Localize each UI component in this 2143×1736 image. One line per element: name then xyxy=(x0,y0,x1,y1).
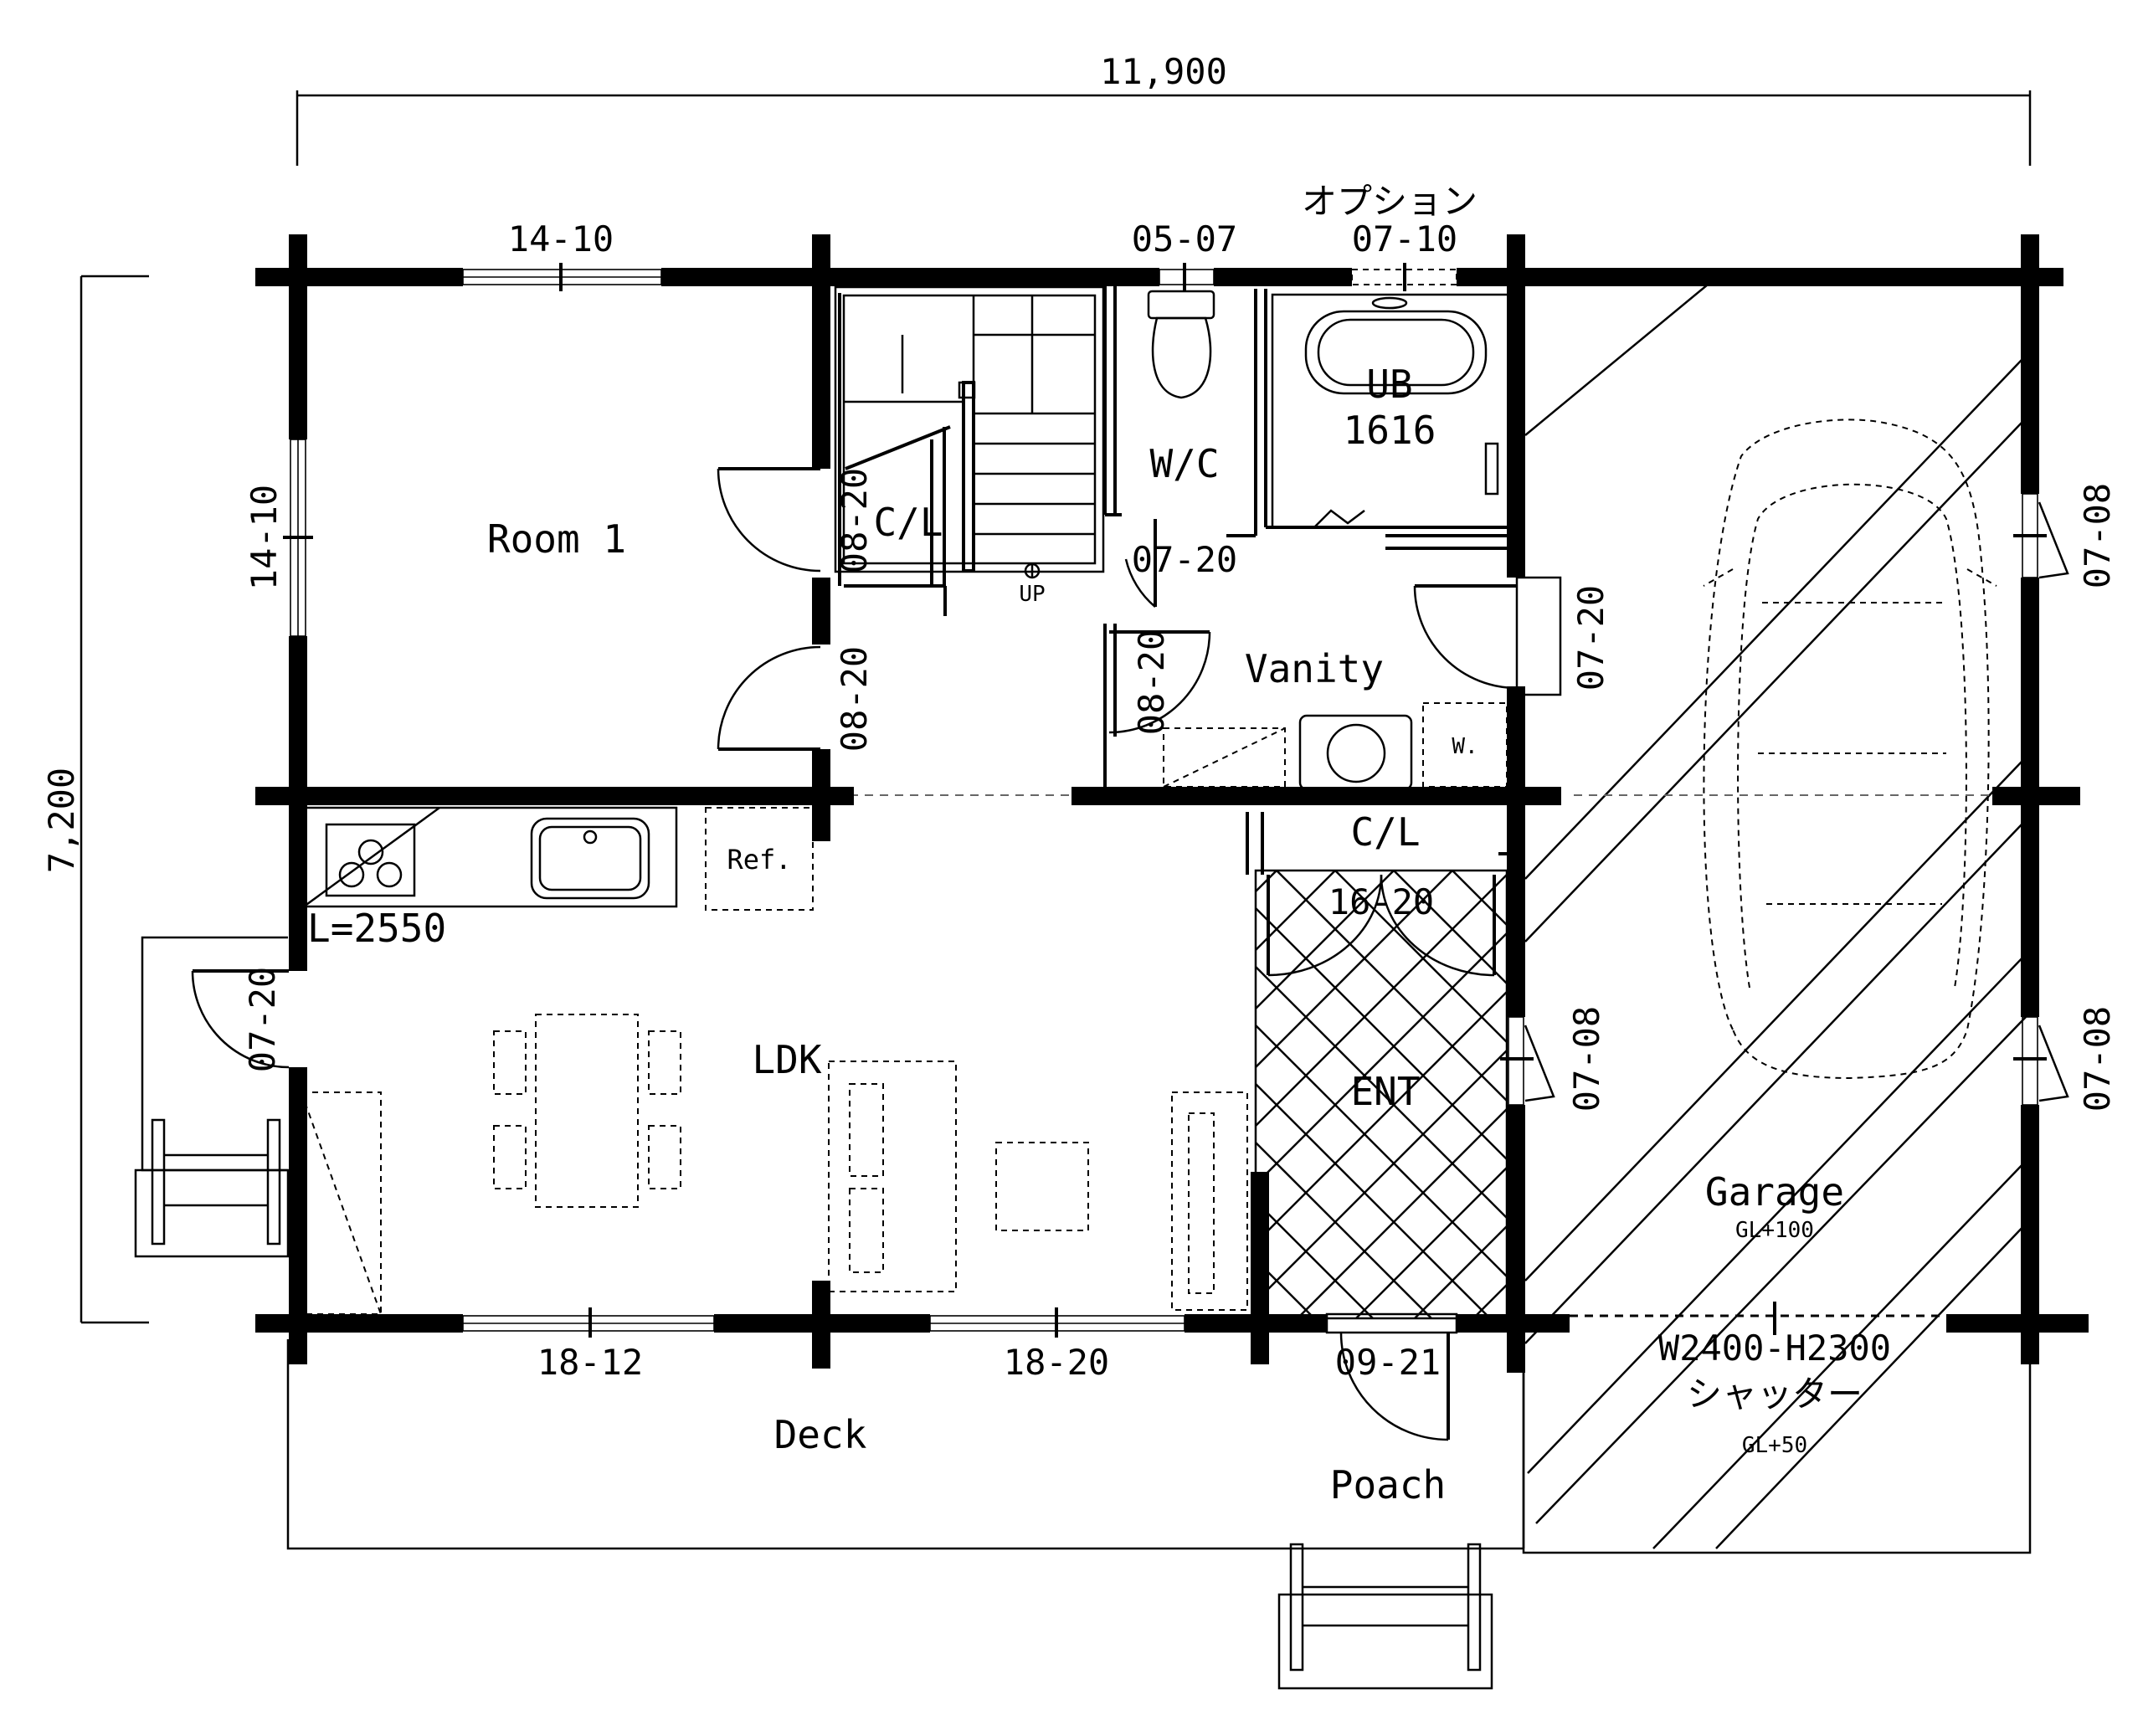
label-d-vanity-left: 08-20 xyxy=(1131,629,1172,735)
toilet xyxy=(1147,290,1215,399)
room1-closet-label: C/L xyxy=(873,500,943,545)
windows xyxy=(283,263,2047,1338)
door-entrance xyxy=(1325,1312,1458,1441)
window-ub-top xyxy=(1351,263,1457,291)
overall-width-label: 11,900 xyxy=(1100,51,1227,92)
label-shutter-size: W2400-H2300 xyxy=(1658,1328,1891,1369)
label-w-garage-right-top: 07-08 xyxy=(2077,483,2118,588)
window-ldk-bottom-left xyxy=(462,1307,715,1338)
ldk-label: LDK xyxy=(752,1037,821,1082)
label-w-room1-top: 14-10 xyxy=(508,218,614,259)
washer-label: W. xyxy=(1452,734,1477,759)
ent-closet-label: C/L xyxy=(1350,809,1420,855)
door-garage-right-bottom xyxy=(2038,1025,2069,1102)
stair-up-label: UP xyxy=(1019,582,1045,607)
label-w-garage-right-bottom: 07-08 xyxy=(2077,1006,2118,1112)
label-d-entrance: 09-21 xyxy=(1335,1342,1441,1383)
window-room1-top xyxy=(462,263,662,291)
door-cl-ent xyxy=(1267,874,1496,977)
label-w-ldk-bottom-left: 18-12 xyxy=(537,1342,643,1383)
label-w-ub-top: 07-10 xyxy=(1352,218,1457,259)
label-shutter-level: GL+50 xyxy=(1742,1433,1807,1458)
door-vanity-left xyxy=(1108,630,1211,734)
label-d-garage-vanity: 07-20 xyxy=(1570,585,1611,691)
label-w-room1-left: 14-10 xyxy=(244,485,285,590)
overall-depth-dimension xyxy=(80,275,149,1324)
label-w-wc-top: 05-07 xyxy=(1132,218,1237,259)
porch-steps xyxy=(1277,1543,1493,1690)
garage-hatch xyxy=(1524,284,2028,1549)
door-wc xyxy=(1124,519,1157,608)
side-stoop xyxy=(134,936,290,1258)
label-option-note: オプション xyxy=(1302,181,1477,222)
garage-label: Garage xyxy=(1705,1169,1844,1215)
label-d-ldk-left: 07-20 xyxy=(242,967,283,1072)
walls xyxy=(255,234,2089,1373)
ent-label: ENT xyxy=(1350,1069,1420,1114)
overall-width-dimension xyxy=(295,90,2032,166)
label-d-garage-ent: 07-08 xyxy=(1566,1006,1607,1112)
ref-label: Ref. xyxy=(727,844,791,876)
label-w-ldk-bottom-right: 18-20 xyxy=(1004,1342,1109,1383)
door-garage-right-top xyxy=(2038,501,2069,579)
label-d-wc: 07-20 xyxy=(1132,539,1237,580)
deck-label: Deck xyxy=(774,1412,867,1457)
entrance-floor xyxy=(1254,869,1508,1320)
label-shutter: シャッター xyxy=(1687,1374,1863,1415)
door-room1-hall xyxy=(717,645,821,751)
kitchen-length-label: L=2550 xyxy=(307,906,446,951)
overall-depth-label: 7,200 xyxy=(41,768,82,873)
room1-label: Room 1 xyxy=(487,516,626,562)
wc-label: W/C xyxy=(1149,441,1219,486)
porch-label: Poach xyxy=(1330,1462,1446,1507)
garage-level-label: GL+100 xyxy=(1735,1218,1814,1243)
ub-size-label: 1616 xyxy=(1344,408,1436,453)
car-outline xyxy=(1703,419,1997,1080)
door-garage-vanity xyxy=(1413,576,1562,696)
staircase xyxy=(834,285,1105,588)
vanity-label: Vanity xyxy=(1245,646,1384,691)
door-room1-cl xyxy=(717,467,821,573)
ub-label: UB xyxy=(1366,362,1412,407)
window-garage-right-bottom xyxy=(2013,1016,2047,1106)
label-d-cl-ent: 16-20 xyxy=(1328,881,1434,922)
window-garage-ent xyxy=(1500,1016,1534,1106)
label-d-room1-hall: 08-20 xyxy=(834,646,875,752)
dining-set xyxy=(493,1014,681,1208)
door-ldk-left xyxy=(191,969,290,1069)
living-set xyxy=(828,1061,1248,1311)
kitchen-counter xyxy=(302,806,814,911)
window-room1-left xyxy=(283,439,313,637)
doors xyxy=(191,467,2069,1441)
window-wc-top xyxy=(1159,263,1215,291)
garage-shutter xyxy=(1570,1302,1946,1335)
door-garage-ent xyxy=(1524,1025,1555,1102)
garage-apron xyxy=(1522,1339,2032,1554)
window-ldk-bottom-right xyxy=(929,1307,1185,1338)
label-d-room1-cl: 08-20 xyxy=(834,468,875,573)
ldk-storage xyxy=(301,1091,382,1315)
window-garage-right-top xyxy=(2013,493,2047,578)
